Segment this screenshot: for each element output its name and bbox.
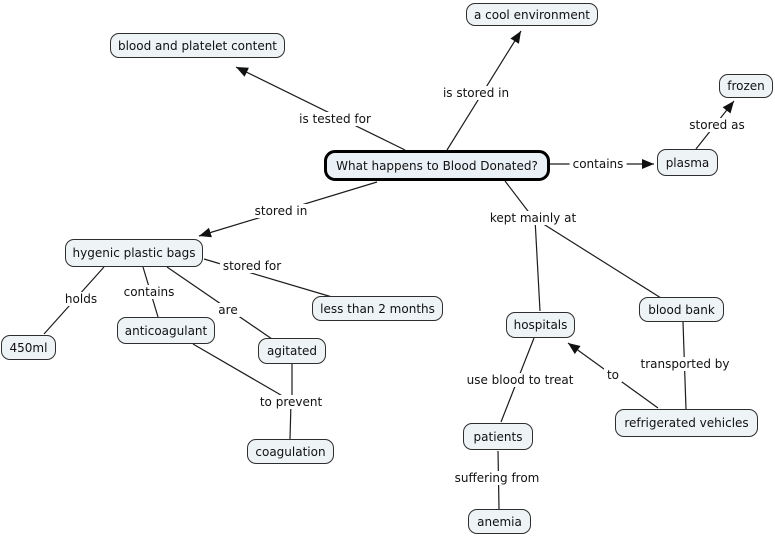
node-refrigerated-vehicles[interactable]: refrigerated vehicles [615,409,758,437]
node-main-question[interactable]: What happens to Blood Donated? [324,150,550,181]
link-label-suffering-from[interactable]: suffering from [451,471,543,485]
node-blood-bank[interactable]: blood bank [639,297,724,322]
link-label-contains-plasma[interactable]: contains [569,157,627,171]
node-a-cool-environment[interactable]: a cool environment [466,3,598,26]
link-label-stored-as[interactable]: stored as [686,118,748,132]
link-label-transported-by[interactable]: transported by [637,357,733,371]
node-coagulation[interactable]: coagulation [247,439,334,464]
node-450ml[interactable]: 450ml [1,335,56,360]
link-label-to-prevent[interactable]: to prevent [256,395,326,409]
edge-main-blood-platelet [235,66,406,151]
node-agitated[interactable]: agitated [258,338,326,364]
link-label-is-tested-for[interactable]: is tested for [296,112,374,126]
link-label-are[interactable]: are [215,303,241,317]
edge-anticoagulant-prevent [192,343,287,399]
node-hygenic-plastic-bags[interactable]: hygenic plastic bags [65,239,203,267]
edge-kept-hospitals [534,218,541,312]
node-plasma[interactable]: plasma [657,149,718,176]
link-label-holds[interactable]: holds [61,292,101,306]
edge-kept-blood-bank [536,219,662,299]
node-patients[interactable]: patients [463,423,533,450]
node-anticoagulant[interactable]: anticoagulant [117,317,215,344]
link-label-stored-for[interactable]: stored for [219,259,285,273]
link-label-stored-in[interactable]: stored in [251,204,311,218]
link-label-contains-bags[interactable]: contains [120,285,178,299]
node-hospitals[interactable]: hospitals [506,312,575,338]
node-anemia[interactable]: anemia [468,509,531,534]
link-label-is-stored-in[interactable]: is stored in [439,86,513,100]
node-blood-and-platelet-content[interactable]: blood and platelet content [110,33,285,58]
link-label-use-blood-to-treat[interactable]: use blood to treat [463,373,577,387]
link-label-to[interactable]: to [603,368,623,382]
node-frozen[interactable]: frozen [719,74,773,98]
link-label-kept-mainly-at[interactable]: kept mainly at [486,211,580,225]
node-less-than-2-months[interactable]: less than 2 months [312,296,443,321]
